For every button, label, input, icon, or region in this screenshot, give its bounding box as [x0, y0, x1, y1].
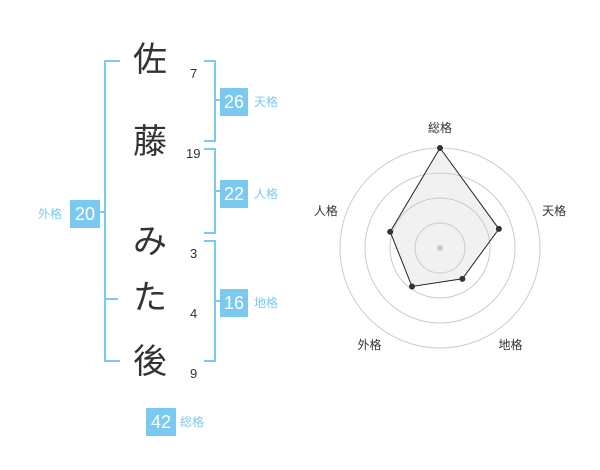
radar-ring-3 — [364, 172, 516, 324]
radar-point-2 — [495, 225, 502, 232]
tenkaku-tick — [214, 99, 220, 101]
name-char-2: 藤 — [133, 122, 167, 162]
tenkaku-bracket — [204, 60, 216, 142]
radar-axis-label-1: 総格 — [428, 120, 452, 135]
soukaku-badge: 42 — [146, 408, 176, 436]
stroke-count-2: 19 — [186, 146, 201, 161]
stroke-count-3: 3 — [190, 246, 198, 261]
jinkaku-tick — [214, 190, 220, 192]
radar-point-4 — [409, 283, 416, 290]
radar-axis-label-2: 天格 — [542, 203, 566, 218]
chikaku-badge: 16 — [220, 289, 248, 317]
radar-point-3 — [459, 275, 466, 282]
name-char-3: み — [133, 222, 167, 262]
radar-point-1 — [437, 145, 443, 151]
soukaku-label: 総格 — [180, 415, 205, 429]
name-char-4: た — [133, 278, 167, 318]
radar-axis-label-3: 地格 — [499, 337, 523, 352]
jinkaku-badge: 22 — [220, 180, 248, 208]
radar-ring-1 — [414, 222, 466, 274]
name-char-5: 後 — [133, 342, 167, 382]
stroke-count-4: 4 — [190, 306, 198, 321]
gaikaku-label: 外格 — [38, 207, 63, 221]
radar-ring-2 — [389, 197, 491, 299]
gaikaku-inner-tick — [104, 298, 118, 300]
radar-axis-label-5: 人格 — [314, 203, 338, 218]
stroke-count-1: 7 — [190, 66, 198, 81]
gaikaku-bracket — [104, 60, 120, 362]
chikaku-label: 地格 — [254, 296, 279, 310]
jinkaku-label: 人格 — [254, 187, 279, 201]
gaikaku-badge: 20 — [70, 200, 100, 228]
radar-point-5 — [387, 228, 394, 235]
radar-series-area — [389, 147, 500, 288]
tenkaku-badge: 26 — [220, 88, 248, 116]
radar-center-dot — [437, 245, 443, 251]
stroke-count-5: 9 — [190, 366, 198, 381]
radar-axis-label-4: 外格 — [357, 337, 381, 352]
tenkaku-label: 天格 — [254, 95, 279, 109]
gaikaku-tick — [98, 211, 106, 213]
name-char-1: 佐 — [133, 40, 167, 80]
chikaku-tick — [214, 300, 220, 302]
